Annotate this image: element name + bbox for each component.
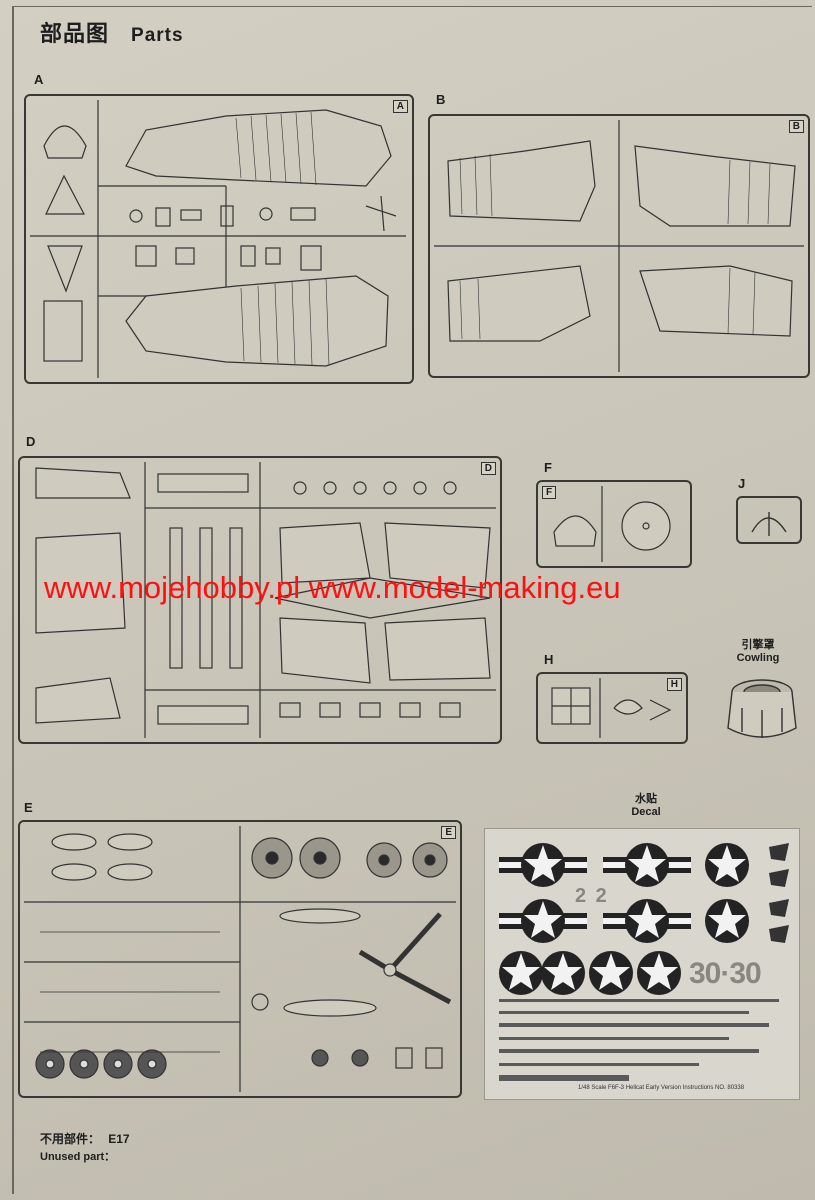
sprue-d-drawing	[35, 462, 496, 738]
cowling-label-en: Cowling	[736, 652, 780, 664]
unused-parts-label: 不用部件： E17	[40, 1130, 130, 1147]
cowling-label-cn: 引擎罩	[741, 638, 775, 651]
decal-number-small: 2 2	[575, 885, 609, 907]
sprue-e: E	[18, 820, 462, 1098]
page-title-en: Parts	[131, 25, 184, 46]
sprue-f-letter: F	[544, 460, 552, 475]
decal-label-en: Decal	[631, 806, 661, 818]
sprue-b-letter: B	[436, 92, 446, 107]
sprue-h-tag: H	[666, 678, 682, 691]
unused-parts-label-en: Unused part：	[40, 1151, 116, 1163]
page-title: 部品图 Parts	[40, 16, 184, 48]
watermark-text: www.mojehobby.pl www.model-making.eu	[44, 570, 621, 605]
sprue-e-letter: E	[24, 800, 33, 815]
decal-caption: 1/48 Scale F6F-3 Hellcat Early Version I…	[578, 1085, 745, 1091]
sprue-a-letter: A	[34, 72, 44, 87]
page-top-edge	[12, 6, 812, 7]
decal-insignia-drawing	[499, 843, 789, 1081]
page-edge	[12, 6, 14, 1194]
sprue-h-drawing	[551, 678, 672, 738]
sprue-f: F	[536, 480, 692, 568]
sprue-h-letter: H	[544, 652, 554, 667]
sprue-a: A	[24, 94, 414, 384]
sprue-d: D	[18, 456, 502, 744]
sprue-b: B	[428, 114, 810, 378]
sprue-j	[736, 496, 802, 544]
sprue-d-letter: D	[26, 434, 36, 449]
sprue-j-drawing	[751, 512, 787, 536]
sprue-e-tag: E	[441, 826, 456, 839]
unused-parts-code: E17	[108, 1132, 130, 1146]
cowling-drawing	[727, 679, 797, 738]
decal-number-large: 30·30	[689, 957, 762, 990]
sprue-j-letter: J	[738, 476, 746, 491]
unused-parts-label-cn: 不用部件：	[40, 1132, 101, 1146]
sprue-d-tag: D	[480, 462, 496, 475]
sprue-b-drawing	[434, 120, 804, 372]
page-title-cn: 部品图	[40, 22, 110, 47]
sprue-a-drawing	[30, 100, 406, 378]
sprue-e-drawing	[24, 826, 456, 1092]
sprue-f-tag: F	[542, 486, 557, 499]
sprue-a-tag: A	[392, 100, 408, 113]
sprue-h: H	[536, 672, 688, 744]
decal-sheet: 2 2 30·30	[484, 828, 800, 1100]
sprue-f-drawing	[553, 486, 671, 562]
decal-label-cn: 水贴	[635, 792, 657, 805]
sprue-b-tag: B	[788, 120, 804, 133]
